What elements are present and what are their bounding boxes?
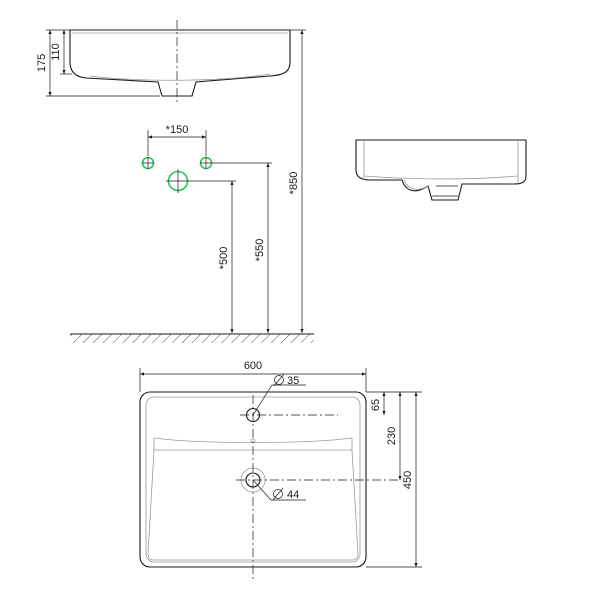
dim-label-550: *550 [254, 239, 266, 262]
side-elevation [355, 139, 527, 201]
installation-points: *150 [141, 124, 213, 193]
dim-label-500: *500 [218, 247, 230, 270]
plan-view [139, 391, 400, 580]
height-dimensions: *500 *550 *850 [190, 29, 306, 333]
dim-label-230: 230 [386, 427, 398, 445]
dim-label-tap-spacing: *150 [166, 124, 189, 136]
dim-label-450: 450 [402, 471, 414, 489]
basin-front-inner-curve [89, 73, 271, 81]
dim-label-tap-hole: 35 [287, 375, 299, 387]
basin-plan-bowl [147, 449, 359, 561]
floor-line [70, 333, 314, 343]
front-elevation [69, 20, 291, 104]
dim-label-175: 175 [36, 54, 48, 72]
plan-dimensions: 600 65 230 450 35 44 [139, 360, 422, 568]
dim-label-600: 600 [244, 360, 262, 372]
side-height-dimensions: 175 110 [36, 29, 160, 97]
basin-side-outline [355, 139, 527, 201]
dim-label-110: 110 [50, 43, 62, 61]
dim-label-drain-hole: 44 [287, 489, 299, 501]
dim-label-850: *850 [288, 172, 300, 195]
dim-label-65: 65 [370, 399, 382, 411]
basin-front-outline [69, 29, 291, 97]
